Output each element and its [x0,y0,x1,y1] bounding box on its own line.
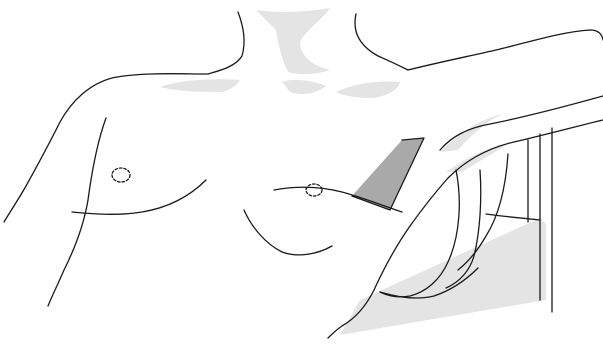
marked-region [352,138,424,210]
left-shoulder-outline [4,74,208,222]
left-collarbone-shadow [160,79,240,92]
left-breast-outline [72,180,206,214]
right-collarbone-shadow [336,81,400,98]
shading-light [160,8,546,335]
right-nipple [306,184,322,196]
neck-shadow [256,8,330,74]
neck-right-outline [355,14,408,70]
left-nipple [112,168,130,182]
table-shadow [340,218,546,335]
sternal-notch-shadow [282,80,326,94]
right-breast-outline [244,210,332,255]
arm-crease-shadow-1 [440,114,502,152]
neck-left-outline [208,12,244,74]
right-shoulder-outline [408,30,603,70]
